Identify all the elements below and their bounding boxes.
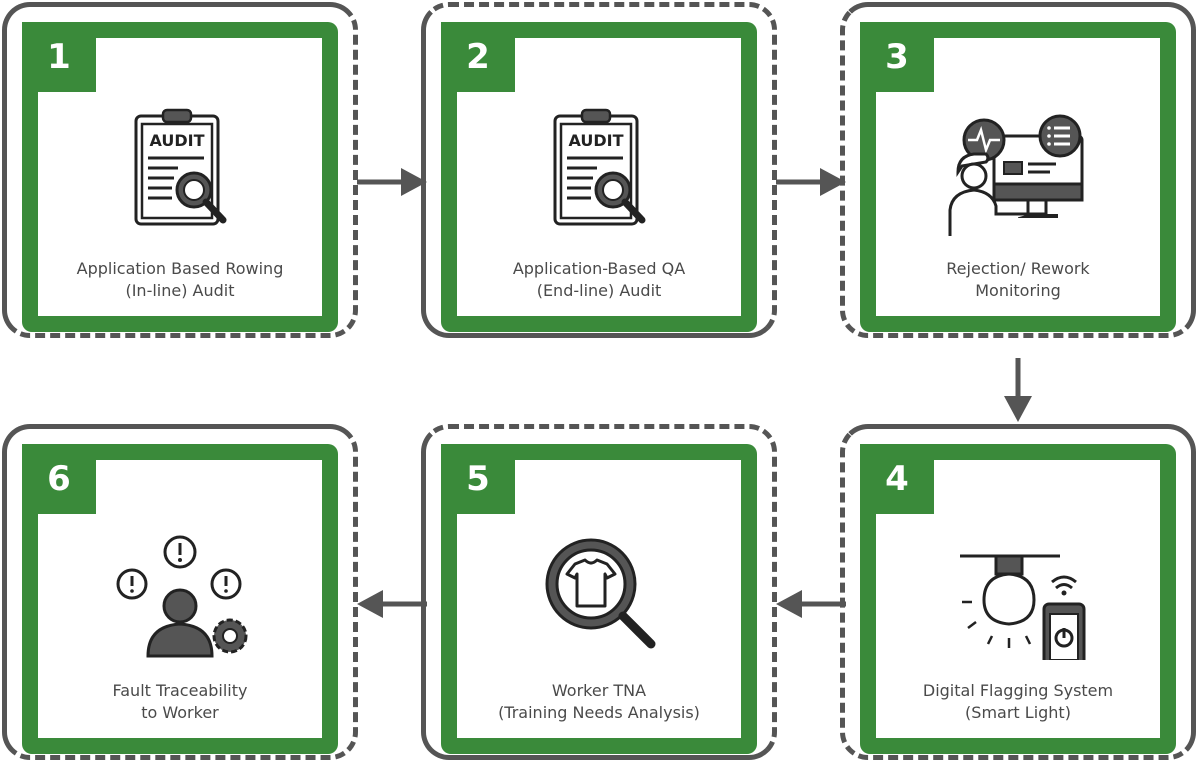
step-4-label-line2: (Smart Light) (965, 703, 1071, 722)
step-2-frame (421, 2, 777, 338)
step-3-label-line2: Monitoring (975, 281, 1061, 300)
arrow-4-to-5 (776, 590, 846, 618)
smart-light-icon (960, 554, 1086, 660)
step-5-frame (421, 424, 777, 760)
monitoring-icon (948, 114, 1084, 236)
step-2-label-line2: (End-line) Audit (536, 281, 662, 300)
step-5-label-line1: Worker TNA (551, 681, 647, 700)
audit-icon: AUDIT (134, 108, 227, 226)
step-5-card: 5 Worker TNA (Training Needs Analysis) (441, 444, 757, 754)
step-5-label-line2: (Training Needs Analysis) (498, 703, 700, 722)
arrow-2-to-3 (776, 168, 846, 196)
step-4-card: 4 Digital Flagging System (Smart Light) (860, 444, 1176, 754)
step-3-label: Rejection/ Rework Monitoring (876, 258, 1160, 302)
step-5-number: 5 (441, 444, 515, 514)
step-2-card: 2 AUDIT Application-Based QA (End-line) … (441, 22, 757, 332)
step-4-number: 4 (860, 444, 934, 514)
step-6-label-line2: to Worker (141, 703, 219, 722)
step-3-label-line1: Rejection/ Rework (946, 259, 1090, 278)
arrow-1-to-2 (357, 168, 427, 196)
step-1-card: 1 AUDIT Application Based Rowing (In-lin… (22, 22, 338, 332)
step-3-card: 3 Rejection/ Rework Monitoring (860, 22, 1176, 332)
step-2-number: 2 (441, 22, 515, 92)
step-6-label-line1: Fault Traceability (112, 681, 248, 700)
step-1-frame (2, 2, 358, 338)
step-4-frame (840, 424, 1196, 760)
worker-alert-icon (116, 535, 248, 658)
step-1-number: 1 (22, 22, 96, 92)
step-3-frame (840, 2, 1196, 338)
arrow-5-to-6 (357, 590, 427, 618)
step-3-number: 3 (860, 22, 934, 92)
step-1-label-line1: Application Based Rowing (76, 259, 284, 278)
step-6-number: 6 (22, 444, 96, 514)
arrow-3-to-4 (1004, 358, 1032, 422)
step-2-label: Application-Based QA (End-line) Audit (457, 258, 741, 302)
audit-text: AUDIT (568, 131, 623, 150)
step-1-label-line2: (In-line) Audit (125, 281, 235, 300)
step-6-frame (2, 424, 358, 760)
audit-text: AUDIT (149, 131, 204, 150)
audit-icon: AUDIT (553, 108, 646, 226)
step-4-label-line1: Digital Flagging System (922, 681, 1114, 700)
step-6-card: 6 Fault Traceability to Worker (22, 444, 338, 754)
step-5-label: Worker TNA (Training Needs Analysis) (457, 680, 741, 724)
shirt-search-icon (545, 538, 656, 649)
step-1-label: Application Based Rowing (In-line) Audit (38, 258, 322, 302)
step-2-label-line1: Application-Based QA (512, 259, 686, 278)
step-4-label: Digital Flagging System (Smart Light) (876, 680, 1160, 724)
step-6-label: Fault Traceability to Worker (38, 680, 322, 724)
